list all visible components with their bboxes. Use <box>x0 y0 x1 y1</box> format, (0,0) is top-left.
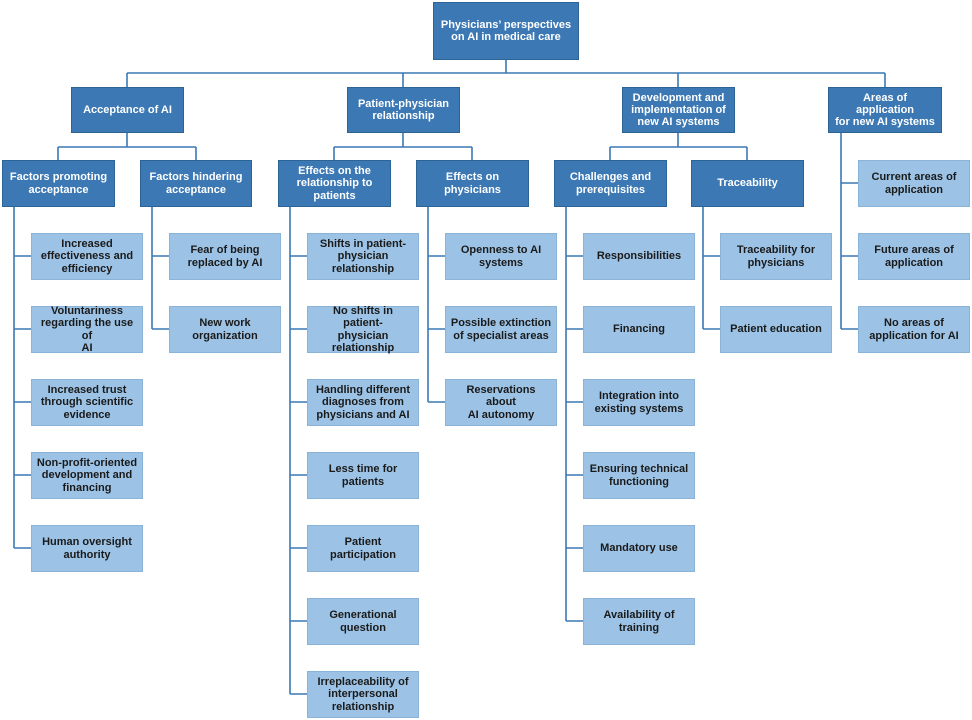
leaf-ensuring-technical-functioning: Ensuring technical functioning <box>583 452 695 499</box>
leaf-no-shifts-in-relationship: No shifts in patient- physician relation… <box>307 305 419 354</box>
leaf-handling-different-diagnoses: Handling different diagnoses from physic… <box>307 379 419 426</box>
leaf-generational-question: Generational question <box>307 598 419 645</box>
leaf-new-work-organization: New work organization <box>169 306 281 353</box>
leaf-reservations-about-autonomy: Reservations about AI autonomy <box>445 379 557 426</box>
subcategory-effects-on-physicians: Effects on physicians <box>416 160 529 207</box>
leaf-patient-participation: Patient participation <box>307 525 419 572</box>
leaf-voluntariness: Voluntariness regarding the use of AI <box>31 305 143 354</box>
leaf-irreplaceability: Irreplaceability of interpersonal relati… <box>307 671 419 718</box>
leaf-increased-effectiveness: Increased effectiveness and efficiency <box>31 233 143 280</box>
subcategory-challenges-prerequisites: Challenges and prerequisites <box>554 160 667 207</box>
leaf-traceability-for-physicians: Traceability for physicians <box>720 233 832 280</box>
leaf-extinction-of-specialist-areas: Possible extinction of specialist areas <box>445 306 557 353</box>
leaf-no-areas: No areas of application for AI <box>858 306 970 353</box>
leaf-increased-trust: Increased trust through scientific evide… <box>31 379 143 426</box>
category-areas-of-application: Areas of application for new AI systems <box>828 87 942 133</box>
leaf-fear-of-replacement: Fear of being replaced by AI <box>169 233 281 280</box>
leaf-financing: Financing <box>583 306 695 353</box>
leaf-integration-into-systems: Integration into existing systems <box>583 379 695 426</box>
category-development-implementation: Development and implementation of new AI… <box>622 87 735 133</box>
subcategory-traceability: Traceability <box>691 160 804 207</box>
root-node: Physicians’ perspectives on AI in medica… <box>433 2 579 60</box>
subcategory-factors-promoting-acceptance: Factors promoting acceptance <box>2 160 115 207</box>
leaf-mandatory-use: Mandatory use <box>583 525 695 572</box>
leaf-patient-education: Patient education <box>720 306 832 353</box>
category-acceptance-of-ai: Acceptance of AI <box>71 87 184 133</box>
category-patient-physician-relationship: Patient-physician relationship <box>347 87 460 133</box>
subcategory-effects-on-relationship: Effects on the relationship to patients <box>278 160 391 207</box>
leaf-responsibilities: Responsibilities <box>583 233 695 280</box>
leaf-availability-of-training: Availability of training <box>583 598 695 645</box>
leaf-openness-to-ai: Openness to AI systems <box>445 233 557 280</box>
leaf-current-areas: Current areas of application <box>858 160 970 207</box>
leaf-shifts-in-relationship: Shifts in patient- physician relationshi… <box>307 233 419 280</box>
subcategory-factors-hindering-acceptance: Factors hindering acceptance <box>140 160 252 207</box>
leaf-less-time-for-patients: Less time for patients <box>307 452 419 499</box>
leaf-non-profit-development: Non-profit-oriented development and fina… <box>31 452 143 499</box>
leaf-human-oversight: Human oversight authority <box>31 525 143 572</box>
leaf-future-areas: Future areas of application <box>858 233 970 280</box>
